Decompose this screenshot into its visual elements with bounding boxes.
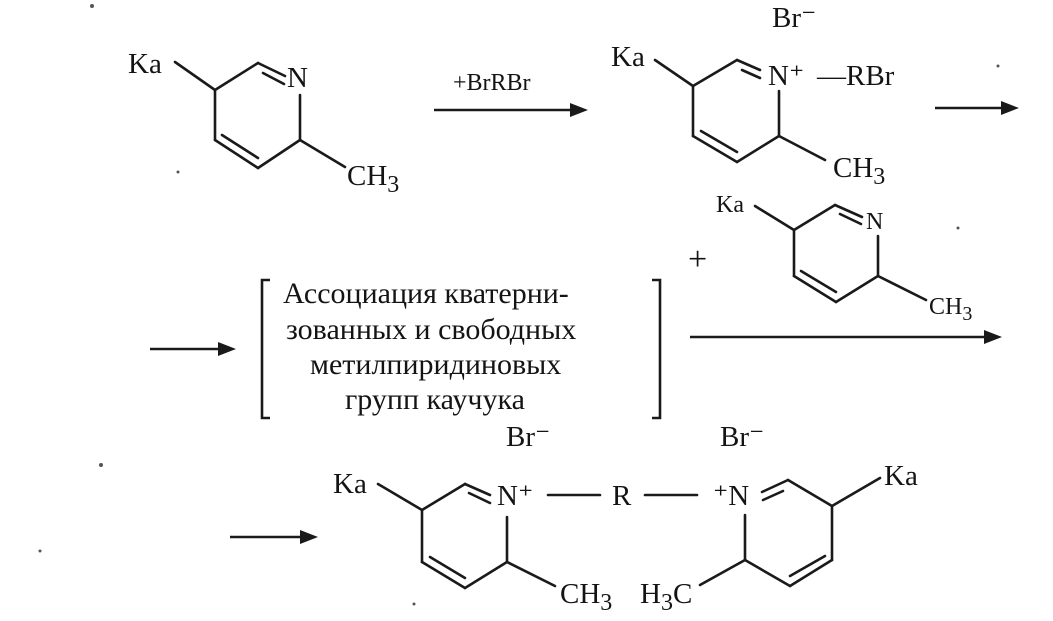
reaction-arrow-5 [230,530,318,544]
association-box: Ассоциация кватерни- зованных и свободны… [260,277,662,420]
association-line-1: Ассоциация кватерни- [283,277,569,310]
bromide-anion-label: Br⁻ [772,2,816,34]
reagent-label: +BrRBr [453,70,531,96]
nitrogen-label: N [287,62,308,94]
ka-label: Ka [611,41,645,73]
methyl-label: CH3 [833,152,885,190]
scan-specks [38,4,1000,606]
ka-label-left: Ka [333,468,367,500]
bridge-r-label: R [612,480,632,512]
nitrogen-cation-left-label: N⁺ [497,480,533,512]
ka-label-right: Ka [884,460,918,492]
reaction-arrow-3 [150,342,236,356]
nitrogen-cation-label: N⁺ [768,60,804,92]
methyl-label: CH3 [929,294,972,325]
bromide-anion-right-label: Br⁻ [720,421,764,453]
nitrogen-label: N [866,209,883,235]
plus-sign: + [688,241,707,278]
reaction-arrow-2 [935,101,1019,115]
ka-label: Ka [716,192,744,218]
association-line-4: групп каучука [345,383,525,416]
methyl-left-label: CH3 [560,578,612,616]
association-line-2: зованных и свободных [286,313,576,346]
molecule-methylpyridine-free: Ka N CH3 [716,192,972,325]
association-line-3: метилпиридиновых [310,348,561,381]
nitrogen-cation-right-label: ⁺N [713,480,749,512]
rbr-substituent-label: —RBr [816,60,895,92]
methyl-right-label: H3C [640,578,692,616]
methyl-label: CH3 [347,160,399,198]
bromide-anion-left-label: Br⁻ [506,421,550,453]
reaction-arrow-1: +BrRBr [434,70,588,117]
molecule-pyridinium-bromide: Ka N⁺ —RBr Br⁻ CH3 [611,2,895,190]
molecule-methylpyridine-start: Ka N CH3 [128,48,399,198]
ka-label: Ka [128,48,162,80]
molecule-bis-pyridinium-product: Ka N⁺ Br⁻ CH3 R ⁺N Br⁻ Ka H3C [333,421,918,616]
reaction-arrow-4 [690,330,1002,344]
